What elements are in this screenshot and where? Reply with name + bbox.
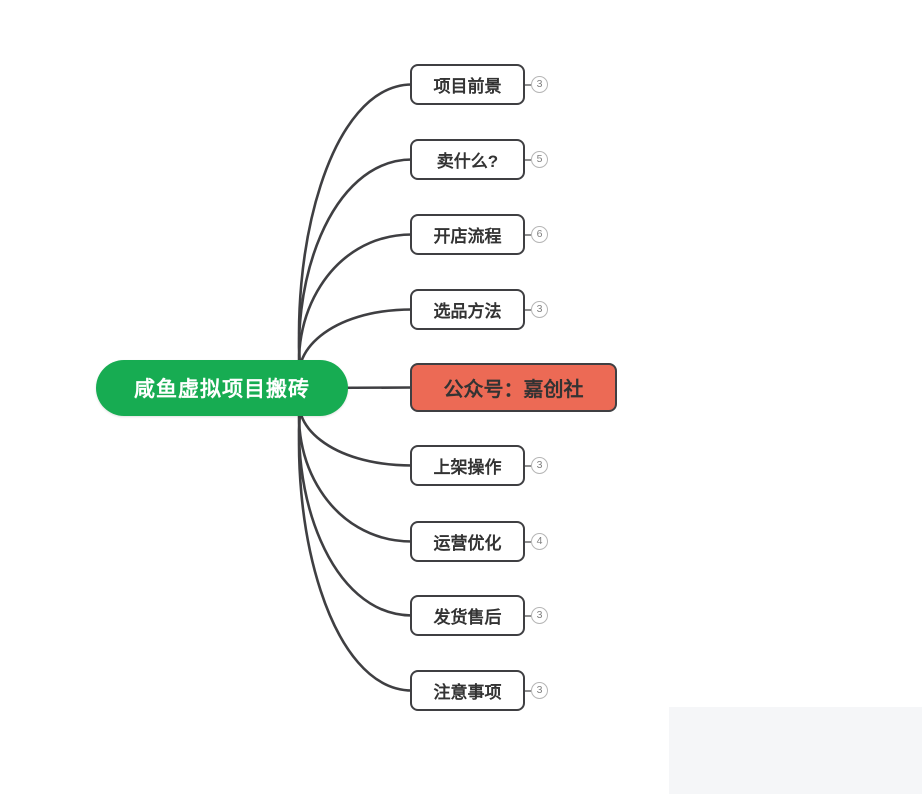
central-topic-label: 咸鱼虚拟项目搬砖 (134, 378, 310, 401)
background-panel (669, 707, 922, 794)
badge-count: 3 (531, 607, 548, 624)
badge-count: 3 (531, 682, 548, 699)
collapse-badge[interactable]: 3 (525, 682, 548, 699)
branch-node[interactable]: 发货售后 (410, 595, 525, 636)
branch-node[interactable]: 卖什么? (410, 139, 525, 180)
collapse-badge[interactable]: 3 (525, 76, 548, 93)
central-topic-node[interactable]: 咸鱼虚拟项目搬砖 (96, 360, 348, 416)
collapse-badge[interactable]: 3 (525, 607, 548, 624)
branch-label: 项目前景 (433, 77, 502, 96)
branch-label: 开店流程 (433, 227, 502, 246)
badge-stub-line (525, 308, 531, 311)
branch-node[interactable]: 项目前景 (410, 64, 525, 105)
collapse-badge[interactable]: 3 (525, 301, 548, 318)
branch-label: 卖什么? (436, 152, 499, 171)
collapse-badge[interactable]: 5 (525, 151, 548, 168)
collapse-badge[interactable]: 6 (525, 226, 548, 243)
branch-node[interactable]: 上架操作 (410, 445, 525, 486)
badge-stub-line (525, 689, 531, 692)
badge-stub-line (525, 158, 531, 161)
branch-label: 选品方法 (433, 302, 502, 321)
badge-count: 3 (531, 76, 548, 93)
branch-node[interactable]: 注意事项 (410, 670, 525, 711)
badge-count: 3 (531, 301, 548, 318)
collapse-badge[interactable]: 3 (525, 457, 548, 474)
branch-node[interactable]: 运营优化 (410, 521, 525, 562)
branch-label: 发货售后 (433, 608, 502, 627)
branch-node[interactable]: 选品方法 (410, 289, 525, 330)
badge-count: 6 (531, 226, 548, 243)
badge-stub-line (525, 540, 531, 543)
badge-stub-line (525, 83, 531, 86)
branch-label: 上架操作 (433, 458, 502, 477)
badge-stub-line (525, 614, 531, 617)
badge-count: 5 (531, 151, 548, 168)
branch-label: 公众号：嘉创社 (443, 379, 584, 401)
branch-node[interactable]: 开店流程 (410, 214, 525, 255)
badge-count: 4 (531, 533, 548, 550)
collapse-badge[interactable]: 4 (525, 533, 548, 550)
branch-label: 注意事项 (433, 683, 502, 702)
branch-node-highlight[interactable]: 公众号：嘉创社 (410, 363, 617, 412)
branch-label: 运营优化 (433, 534, 502, 553)
badge-stub-line (525, 233, 531, 236)
badge-count: 3 (531, 457, 548, 474)
badge-stub-line (525, 464, 531, 467)
